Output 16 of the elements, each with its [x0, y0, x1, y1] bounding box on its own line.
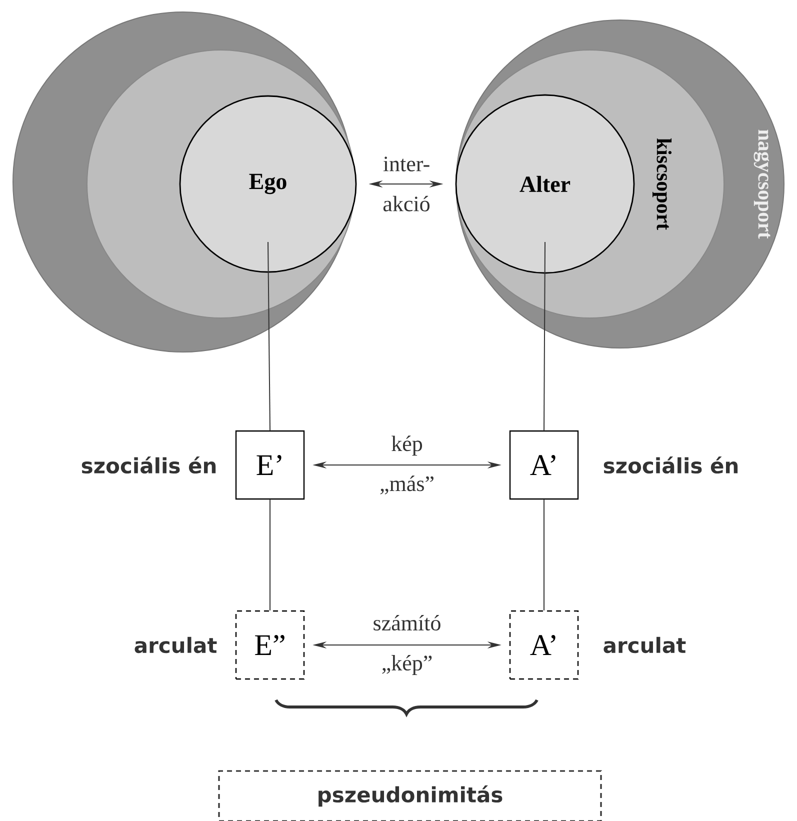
edge-label: inter- akció	[383, 156, 430, 212]
side-label: szociális én	[82, 456, 216, 474]
letter-box: A’	[509, 610, 579, 680]
letter-box: A’	[509, 430, 579, 500]
group-label: nagycsoport	[754, 130, 770, 239]
letter-box: E”	[235, 610, 305, 680]
side-label: szociális én	[604, 456, 738, 474]
circle-region: Alter	[455, 94, 635, 274]
label-box: pszeudonimitás	[218, 770, 602, 821]
edge-label: kép „más”	[380, 436, 434, 494]
circle-region: Ego	[179, 95, 357, 273]
group-label: kiscsoport	[652, 138, 672, 230]
letter-box: E’	[235, 430, 305, 500]
side-label: arculat	[134, 636, 217, 654]
side-label: arculat	[604, 636, 686, 654]
edge-label: számító „kép”	[374, 615, 440, 675]
